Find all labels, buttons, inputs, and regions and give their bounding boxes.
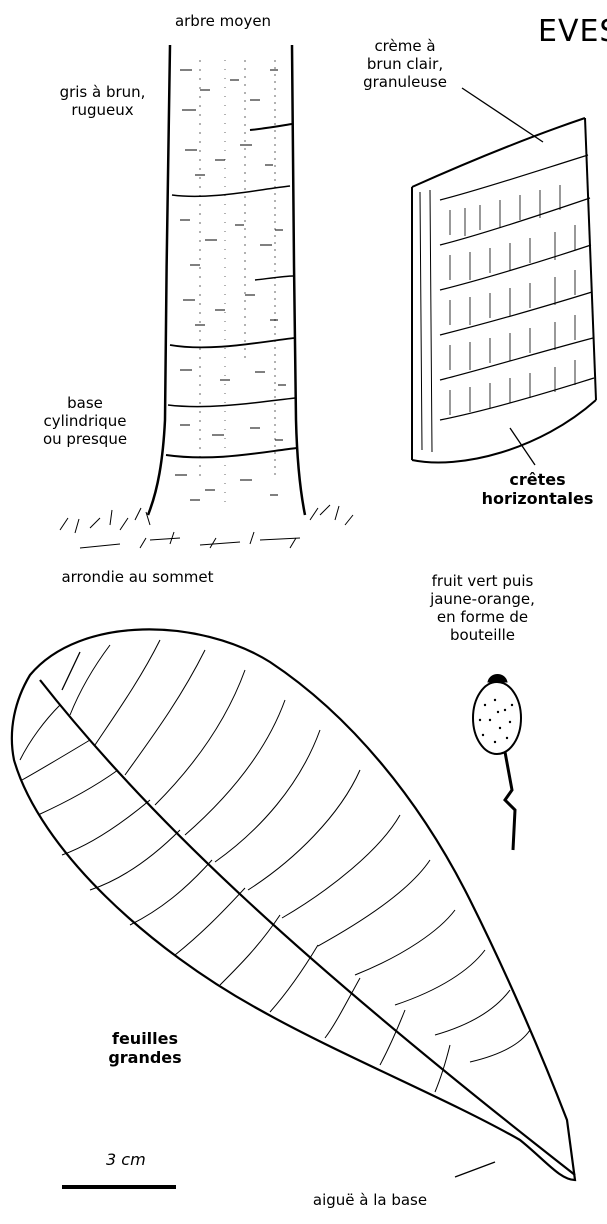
leaf-size-label: feuilles grandes — [90, 1029, 200, 1067]
scale-label: 3 cm — [106, 1150, 146, 1169]
leaf-base-label: aiguë à la base — [270, 1191, 470, 1209]
inner-bark-label: crème à brun clair, granuleuse — [335, 37, 475, 91]
species-title: EVES — [538, 14, 607, 49]
tree-size-label: arbre moyen — [148, 12, 298, 30]
trunk-base-label: base cylindrique ou presque — [25, 394, 145, 448]
leaf-apex-label: arrondie au sommet — [0, 568, 275, 586]
trunk-drawing — [60, 45, 353, 548]
fruit-label: fruit vert puis jaune-orange, en forme d… — [395, 572, 570, 644]
fruit-drawing — [473, 675, 521, 851]
bark-slab-drawing — [412, 88, 596, 465]
bark-color-label: gris à brun, rugueux — [40, 83, 165, 119]
ridges-label: crêtes horizontales — [468, 470, 607, 508]
